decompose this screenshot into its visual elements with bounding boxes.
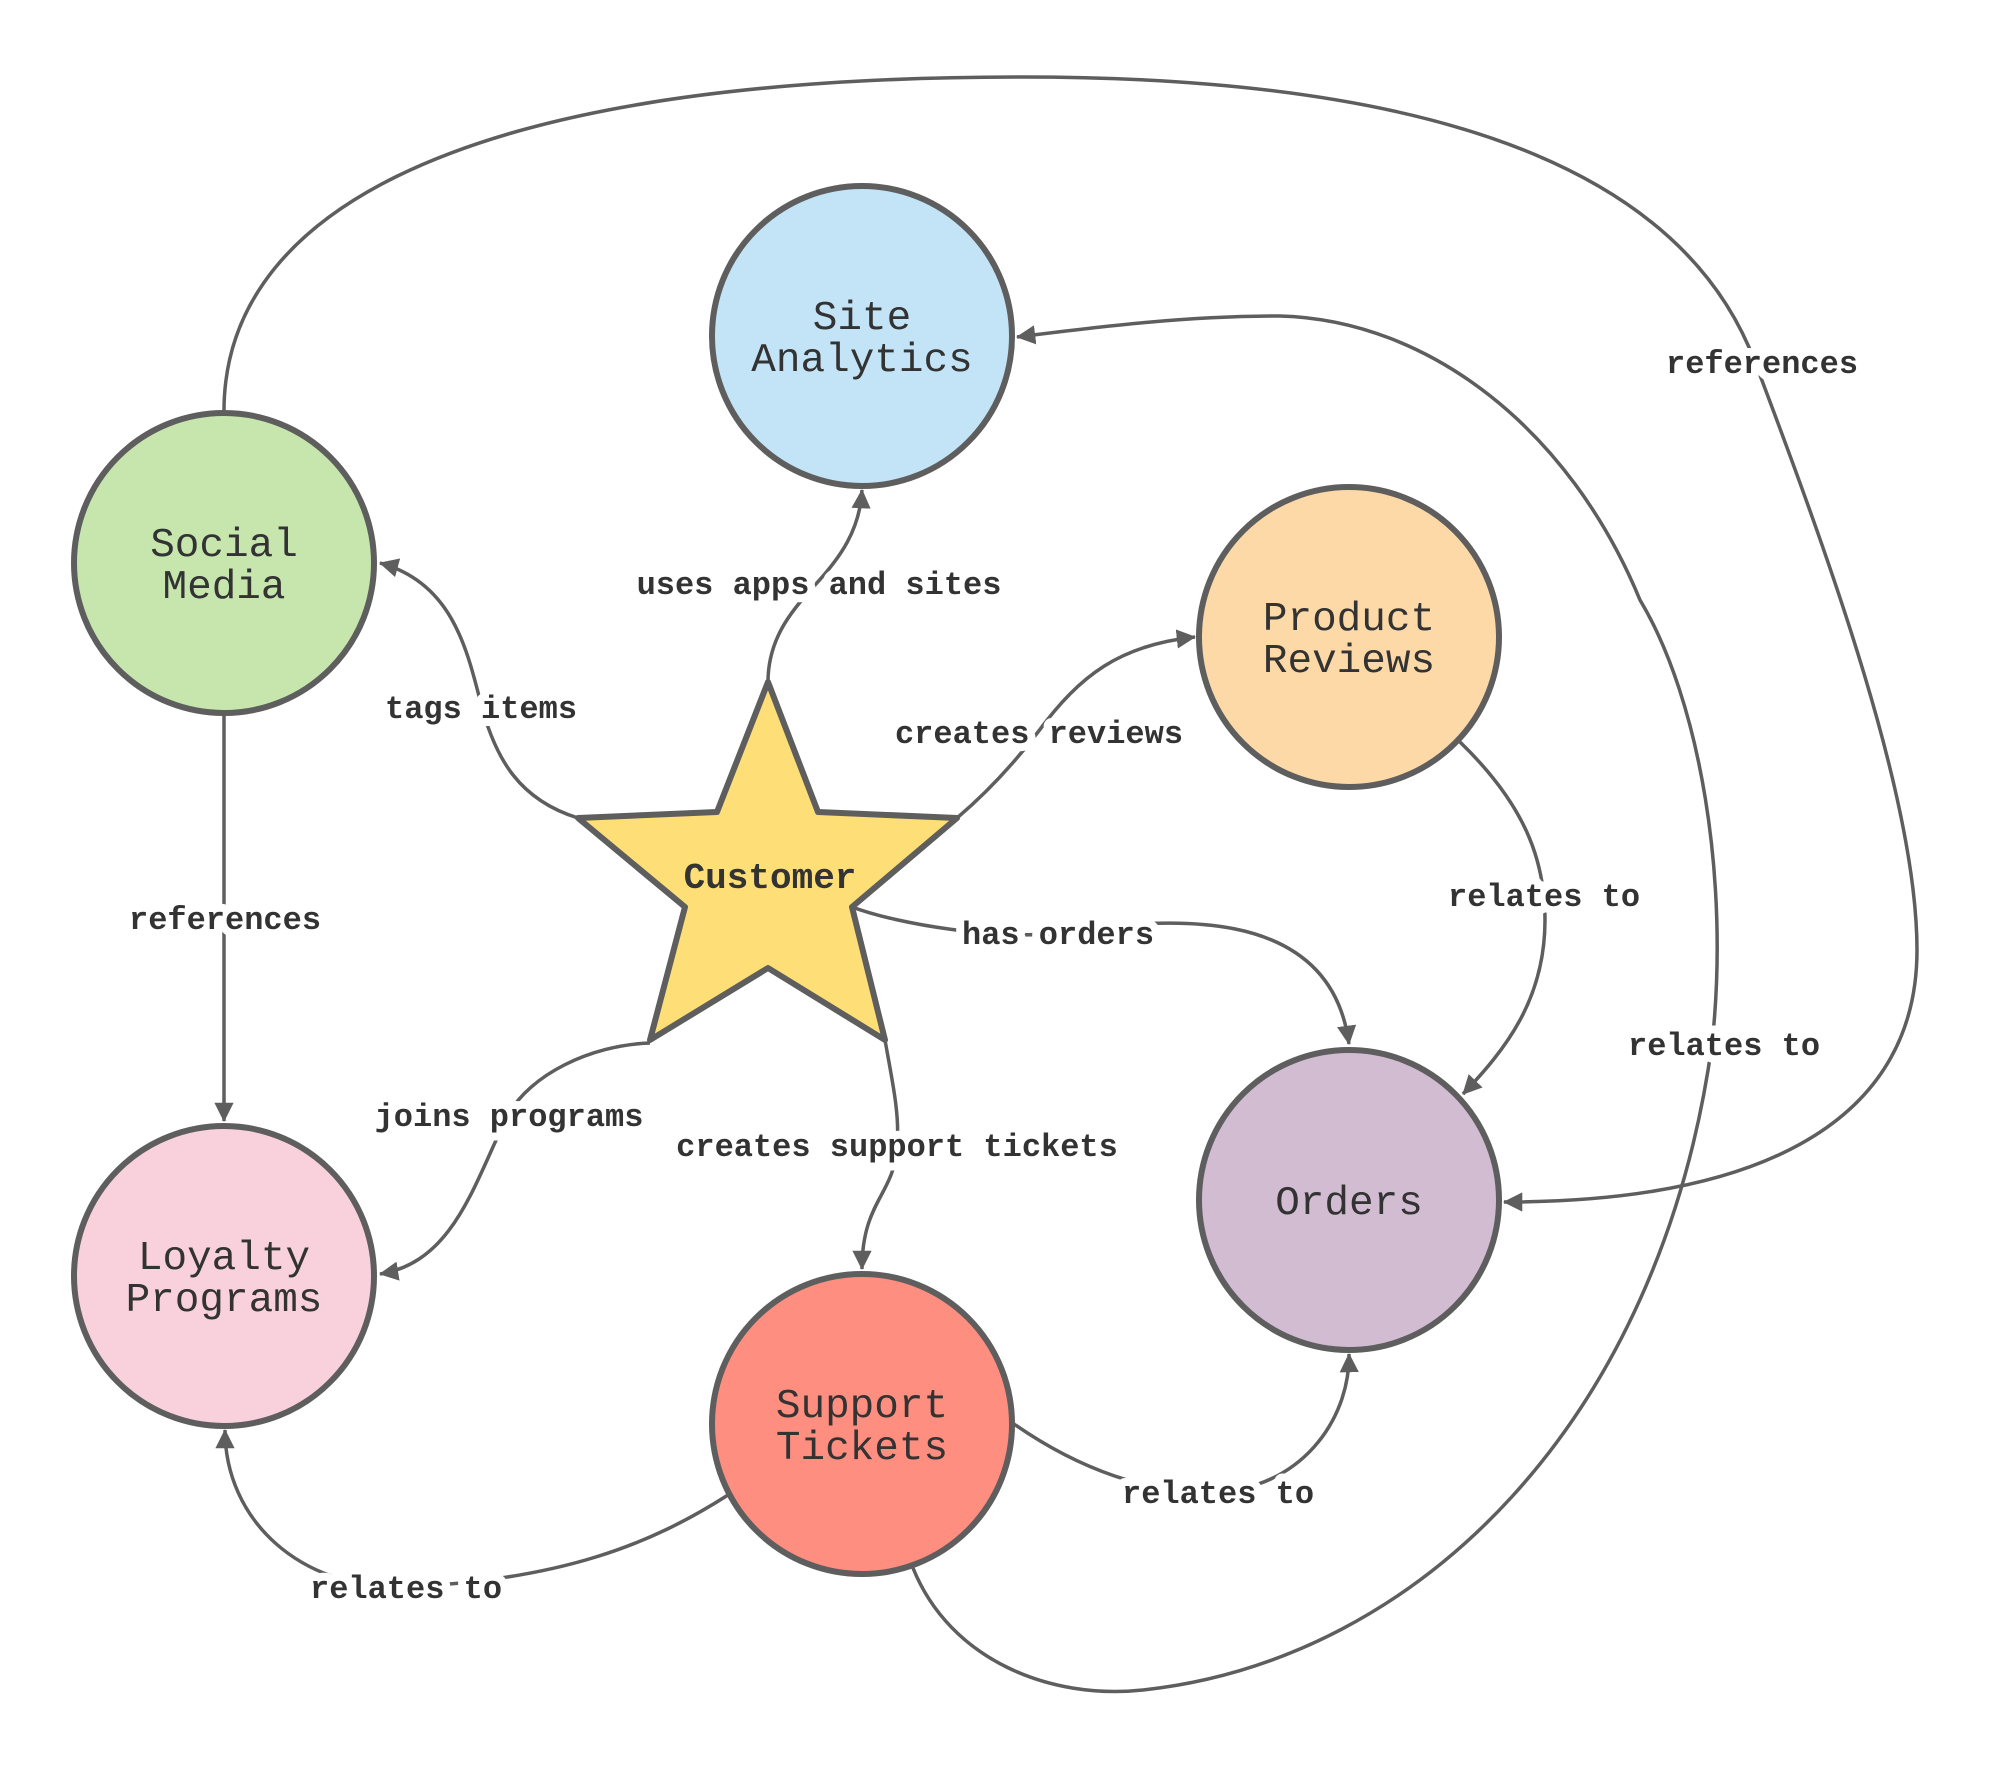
edge-label-has-orders: has orders — [962, 917, 1154, 954]
edge-label-references-orders: references — [1666, 346, 1858, 383]
edges — [214, 75, 1919, 1694]
customer-star-shape — [575, 679, 960, 1043]
node-customer[interactable]: Customer — [575, 679, 960, 1043]
node-label-line1: Product — [1263, 597, 1435, 643]
edge-label-relates-reviews-orders: relates to — [1448, 879, 1640, 916]
node-label-line1: Site — [813, 296, 911, 342]
node-label-line2: Media — [162, 565, 285, 611]
edge-label-uses-apps-and-sites: uses apps and sites — [637, 567, 1002, 604]
node-label-line1: Support — [776, 1384, 948, 1430]
social-media-circle — [71, 410, 377, 716]
node-label-line2: Analytics — [751, 338, 972, 384]
support-tickets-circle — [709, 1271, 1015, 1577]
edge-uses-apps-and-sites[interactable] — [766, 489, 871, 683]
node-support-tickets[interactable]: Support Tickets — [709, 1271, 1015, 1577]
node-loyalty-programs[interactable]: Loyalty Programs — [71, 1123, 377, 1429]
orders-circle — [1196, 1047, 1502, 1353]
node-label-line2: Tickets — [776, 1426, 948, 1472]
edge-label-references-loyalty: references — [129, 902, 321, 939]
edge-creates-support-tickets[interactable] — [852, 1039, 900, 1270]
node-label-line2: Programs — [126, 1278, 323, 1324]
edge-label-relates-support-analytics: relates to — [1628, 1028, 1820, 1065]
node-social-media[interactable]: Social Media — [71, 410, 377, 716]
customer-label: Customer — [684, 858, 857, 899]
node-label-line1: Social — [150, 523, 298, 569]
edge-label-creates-support-tickets: creates support tickets — [676, 1129, 1118, 1166]
node-label-line1: Orders — [1275, 1181, 1423, 1227]
edge-relates-support-orders[interactable] — [1012, 1353, 1359, 1494]
edge-label-relates-support-loyalty: relates to — [310, 1571, 502, 1608]
edge-relates-support-analytics[interactable] — [911, 314, 1719, 1694]
edge-creates-reviews[interactable] — [955, 629, 1196, 820]
edge-label-tags-items: tags items — [385, 691, 577, 728]
edge-joins-programs[interactable] — [379, 1041, 651, 1281]
node-label-line1: Loyalty — [138, 1236, 310, 1282]
edge-relates-reviews-orders[interactable] — [1458, 740, 1547, 1096]
node-label-line2: Reviews — [1263, 639, 1435, 685]
edge-label-relates-support-orders: relates to — [1122, 1476, 1314, 1513]
edge-label-creates-reviews: creates reviews — [895, 716, 1183, 753]
edge-references-social-orders[interactable] — [222, 75, 1919, 1212]
edge-has-orders[interactable] — [851, 905, 1357, 1045]
edge-relates-support-loyalty[interactable] — [215, 1429, 729, 1589]
node-orders[interactable]: Orders — [1196, 1047, 1502, 1353]
edge-tags-items[interactable] — [379, 558, 579, 820]
edge-labels: uses apps and sites tags items creates r… — [121, 338, 1866, 1616]
node-product-reviews[interactable]: Product Reviews — [1196, 484, 1502, 790]
site-analytics-circle — [709, 183, 1015, 489]
loyalty-programs-circle — [71, 1123, 377, 1429]
edge-label-joins-programs: joins programs — [375, 1099, 644, 1136]
node-site-analytics[interactable]: Site Analytics — [709, 183, 1015, 489]
product-reviews-circle — [1196, 484, 1502, 790]
